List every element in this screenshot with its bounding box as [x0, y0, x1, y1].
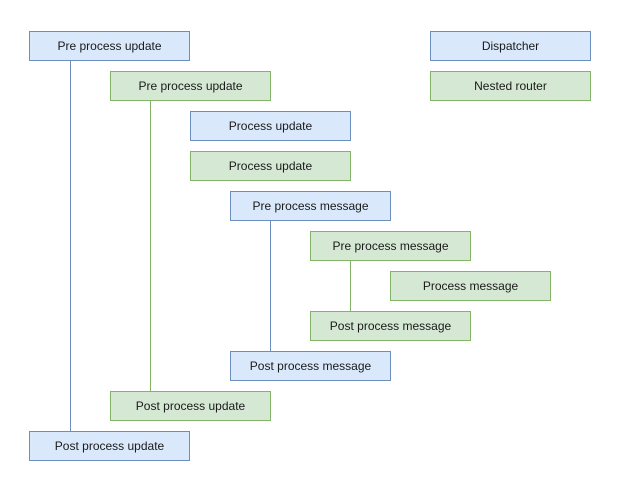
connector-conn-outer-dispatcher [70, 60, 71, 431]
node-process-update-dispatcher[interactable]: Process update [190, 111, 351, 141]
node-process-message-router[interactable]: Process message [390, 271, 551, 301]
node-pre-process-message-dispatcher[interactable]: Pre process message [230, 191, 391, 221]
node-post-process-update-dispatcher[interactable]: Post process update [29, 431, 190, 461]
node-pre-process-update-router[interactable]: Pre process update [110, 71, 271, 101]
connector-conn-outer-router [150, 100, 151, 391]
node-pre-process-message-router[interactable]: Pre process message [310, 231, 471, 261]
node-post-process-message-dispatcher[interactable]: Post process message [230, 351, 391, 381]
legend-item-nested-router[interactable]: Nested router [430, 71, 591, 101]
connector-conn-inner-dispatcher [270, 220, 271, 351]
node-post-process-message-router[interactable]: Post process message [310, 311, 471, 341]
node-process-update-router[interactable]: Process update [190, 151, 351, 181]
connector-conn-inner-router [350, 260, 351, 311]
node-post-process-update-router[interactable]: Post process update [110, 391, 271, 421]
node-pre-process-update-dispatcher[interactable]: Pre process update [29, 31, 190, 61]
legend-item-dispatcher[interactable]: Dispatcher [430, 31, 591, 61]
